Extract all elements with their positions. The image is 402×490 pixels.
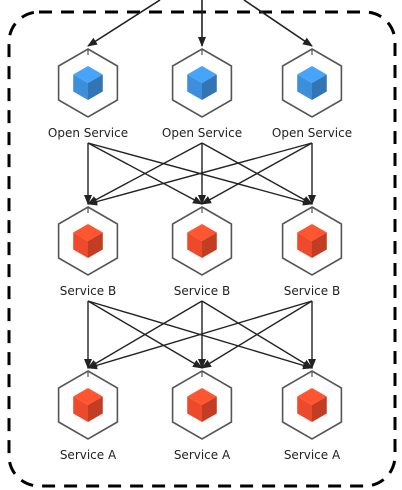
connection-arrow (87, 300, 313, 370)
incoming-arrow (243, 0, 313, 47)
blue-cube-icon (73, 66, 103, 100)
cube-right-face (88, 232, 103, 258)
service-node: Service B (281, 206, 343, 298)
incoming-arrow (87, 0, 161, 47)
node-label: Open Service (48, 126, 128, 140)
node-label: Service A (174, 448, 231, 462)
connection-arrow (87, 142, 313, 206)
cube-top-face (187, 388, 217, 405)
cube-left-face (297, 232, 312, 258)
service-node: Service A (171, 370, 233, 462)
cube-right-face (312, 232, 327, 258)
red-cube-icon (297, 388, 327, 422)
cube-top-face (297, 224, 327, 241)
node-label: Service A (284, 448, 341, 462)
blue-cube-icon (187, 66, 217, 100)
connection-arrow (87, 300, 203, 369)
cube-top-face (187, 66, 217, 83)
node-label: Service A (60, 448, 117, 462)
cube-top-face (297, 66, 327, 83)
red-cube-icon (73, 388, 103, 422)
nodes-layer: Open Service Open Service Open ServiceServ… (48, 48, 352, 462)
service-node: Open Service (272, 48, 352, 140)
cube-right-face (202, 74, 217, 100)
red-cube-icon (73, 224, 103, 258)
service-node: Service B (57, 206, 119, 298)
service-node: Service B (171, 206, 233, 298)
cube-top-face (73, 224, 103, 241)
cube-left-face (297, 74, 312, 100)
cube-right-face (312, 396, 327, 422)
service-node: Open Service (162, 48, 242, 140)
blue-cube-icon (297, 66, 327, 100)
node-label: Service B (174, 284, 230, 298)
cube-right-face (202, 232, 217, 258)
cube-left-face (187, 74, 202, 100)
edges-layer (84, 0, 316, 370)
node-label: Service B (60, 284, 116, 298)
node-label: Service B (284, 284, 340, 298)
cube-top-face (73, 388, 103, 405)
cube-left-face (73, 232, 88, 258)
cube-left-face (73, 74, 88, 100)
service-node: Service A (281, 370, 343, 462)
cube-top-face (297, 388, 327, 405)
cube-right-face (312, 74, 327, 100)
service-node: Open Service (48, 48, 128, 140)
connection-arrow (201, 300, 313, 369)
cube-right-face (202, 396, 217, 422)
cube-right-face (88, 74, 103, 100)
red-cube-icon (297, 224, 327, 258)
cube-left-face (297, 396, 312, 422)
cube-top-face (73, 66, 103, 83)
cube-left-face (187, 396, 202, 422)
cube-left-face (73, 396, 88, 422)
cube-right-face (88, 396, 103, 422)
node-label: Open Service (272, 126, 352, 140)
node-label: Open Service (162, 126, 242, 140)
cube-top-face (187, 224, 217, 241)
cube-left-face (187, 232, 202, 258)
red-cube-icon (187, 224, 217, 258)
connection-arrow (201, 142, 313, 205)
red-cube-icon (187, 388, 217, 422)
connection-arrow (87, 142, 203, 205)
service-node: Service A (57, 370, 119, 462)
